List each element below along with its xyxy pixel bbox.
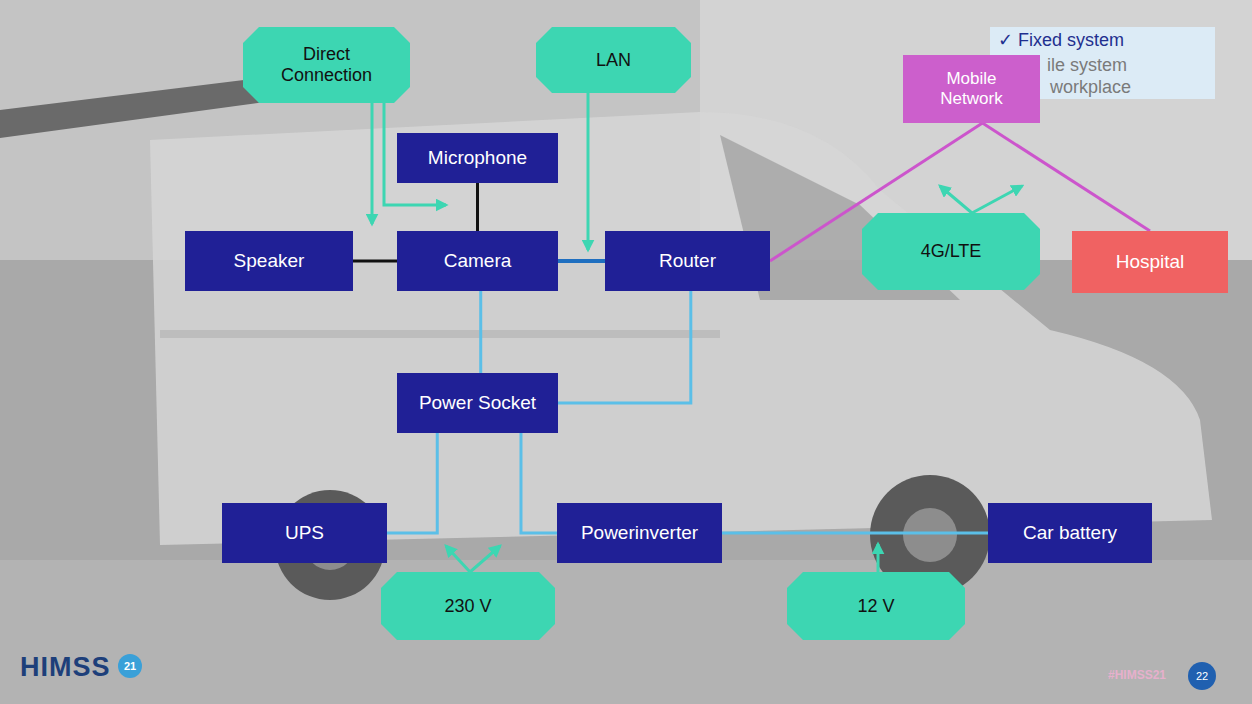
node-label: Speaker [234,250,305,272]
pointer-arrow [446,546,470,572]
node-label: Microphone [428,147,527,169]
hospital-box: Hospital [1072,231,1228,293]
node-label: UPS [285,522,324,544]
device-box: Speaker [185,231,353,291]
wire-connector [387,433,437,533]
network-box: Mobile Network [903,55,1040,123]
connection-tag: LAN [536,27,691,93]
pointer-arrow [470,546,500,572]
node-label: Mobile Network [940,69,1002,108]
wire-connector [353,260,397,263]
octagon-shape [243,27,410,103]
device-box: Microphone [397,133,558,183]
octagon-shape [862,213,1040,290]
wire-connector [558,259,605,263]
connection-tag: 4G/LTE [862,213,1040,290]
pointer-arrow [877,544,880,572]
device-box: UPS [222,503,387,563]
octagon-shape [787,572,965,640]
wire-connector [476,183,479,231]
connection-tag: 230 V [381,572,555,640]
logo-text: HIMSS [20,652,111,683]
device-box: Car battery [988,503,1152,563]
connection-tag: Direct Connection [243,27,410,103]
pointer-arrow [940,186,972,213]
node-label: Router [659,250,716,272]
connection-tag: 12 V [787,572,965,640]
node-label: LAN [596,50,631,71]
hashtag: #HIMSS21 [1108,668,1166,682]
device-box: Camera [397,231,558,291]
node-label: 230 V [444,596,491,617]
pointer-arrow [587,92,590,250]
wire-connector [722,532,988,535]
node-label: 4G/LTE [921,241,982,262]
logo-badge: 21 [118,654,142,678]
node-label: Power Socket [419,392,536,414]
node-label: Camera [444,250,512,272]
octagon-shape [536,27,691,93]
pointer-arrow [972,186,1022,213]
node-label: Powerinverter [581,522,698,544]
device-box: Powerinverter [557,503,722,563]
node-label: Hospital [1116,251,1185,273]
checklist-item: workplace [1050,77,1252,98]
node-label: Direct Connection [281,44,372,85]
checklist-item: ✓ Fixed system [998,30,1223,51]
octagon-shape [381,572,555,640]
pointer-arrow [371,103,374,224]
wire-connector [521,433,557,533]
device-box: Router [605,231,770,291]
wire-connector [479,291,482,373]
page-number: 22 [1188,662,1216,690]
node-label: Car battery [1023,522,1117,544]
node-label: 12 V [857,596,894,617]
checklist-item: ile system [1047,55,1252,76]
wire-connector [558,291,691,403]
device-box: Power Socket [397,373,558,433]
